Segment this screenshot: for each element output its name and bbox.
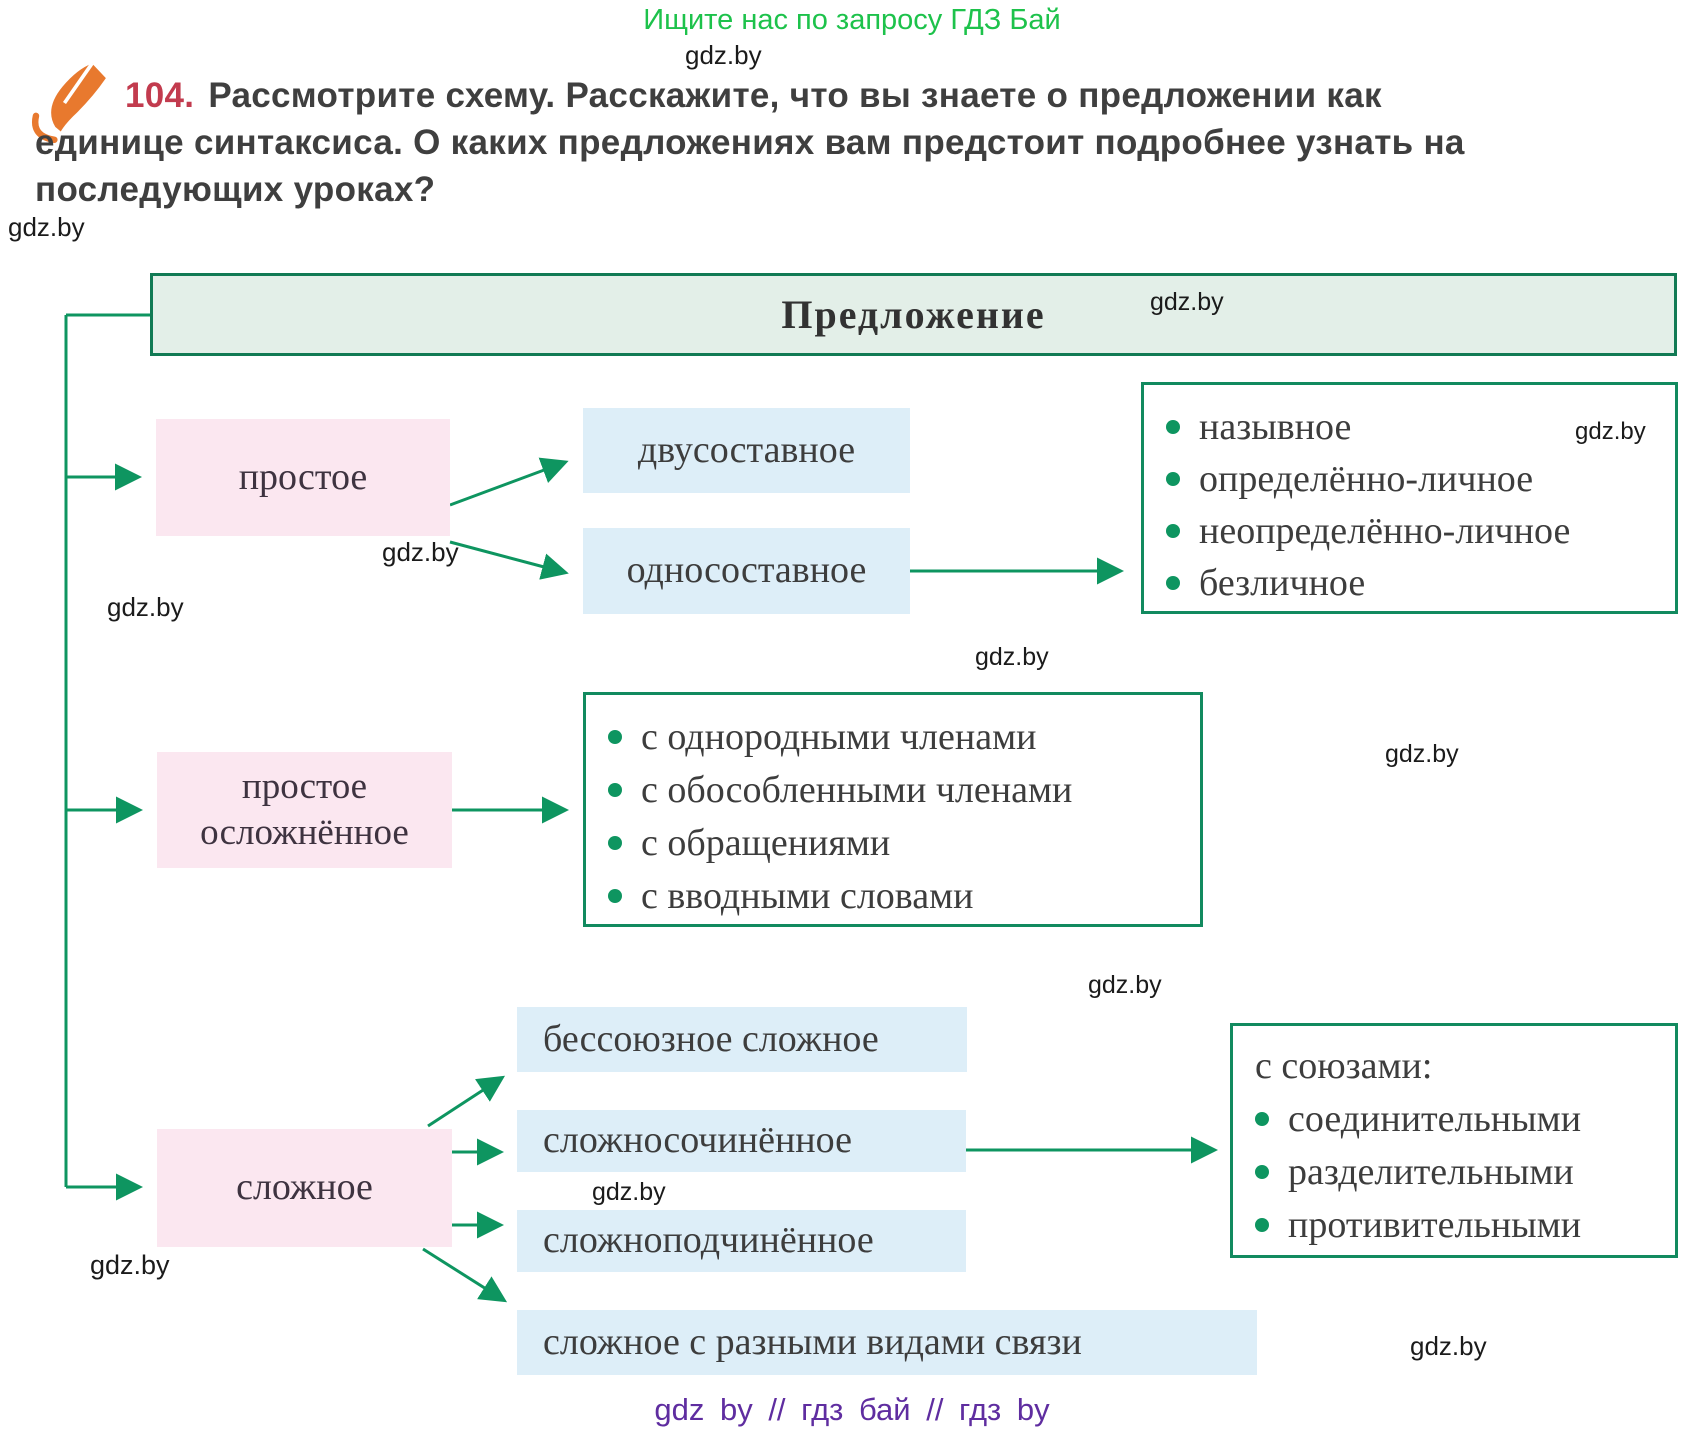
watermark-gdzby: gdz.by (1150, 288, 1224, 316)
task-line1-text: Рассмотрите схему. Расскажите, что вы зн… (208, 76, 1382, 115)
conjunction-types-list: соединительными разделительными противит… (1255, 1092, 1675, 1251)
list-item: разделительными (1255, 1145, 1675, 1198)
list-item: назывное (1166, 401, 1675, 453)
watermark-gdzby: gdz.by (592, 1178, 666, 1206)
pen-icon (32, 62, 106, 144)
list-item: соединительными (1255, 1092, 1675, 1145)
list-item: с обращениями (608, 816, 1200, 869)
node-one-part: односоставное (583, 528, 910, 614)
complicated-types-list: с однородными членами с обособленными чл… (608, 710, 1200, 922)
watermark-gdzby: gdz.by (685, 40, 762, 70)
watermark-gdzby: gdz.by (1410, 1331, 1487, 1361)
one-part-types-list: назывное определённо-личное неопределённ… (1166, 401, 1675, 609)
list-item: безличное (1166, 557, 1675, 609)
node-compound: сложносочинённое (517, 1110, 966, 1172)
promo-banner: Ищите нас по запросу ГДЗ Бай (643, 4, 1061, 36)
watermark-gdzby: gdz.by (382, 537, 459, 567)
list-item: с вводными словами (608, 869, 1200, 922)
node-simple-complicated-line1: простое (241, 765, 368, 807)
list-item: определённо-личное (1166, 453, 1675, 505)
watermark-gdzby: gdz.by (8, 212, 85, 242)
watermark-gdzby: gdz.by (1088, 971, 1162, 999)
node-two-part: двусоставное (583, 408, 910, 493)
node-asyndetic-complex: бессоюзное сложное (517, 1007, 967, 1072)
watermark-gdzby: gdz.by (1575, 418, 1646, 445)
watermark-gdzby: gdz.by (975, 643, 1049, 671)
panel-complicated-types: с однородными членами с обособленными чл… (583, 692, 1203, 927)
task-number: 104. (125, 76, 195, 115)
list-item: с однородными членами (608, 710, 1200, 763)
list-item: неопределённо-личное (1166, 505, 1675, 557)
node-mixed-complex: сложное с разными видами связи (517, 1310, 1257, 1375)
node-subordinate: сложноподчинённое (517, 1210, 966, 1272)
list-item: с обособленными членами (608, 763, 1200, 816)
list-item: противительными (1255, 1198, 1675, 1251)
task-text-line2: единице синтаксиса. О каких предложениях… (35, 123, 1465, 162)
watermark-gdzby: gdz.by (107, 592, 184, 622)
node-sentence-root: Предложение (150, 273, 1677, 356)
node-simple: простое (156, 419, 450, 536)
node-complex: сложное (157, 1129, 452, 1247)
watermark-gdzby: gdz.by (1385, 740, 1459, 768)
watermark-gdzby: gdz.by (90, 1250, 170, 1280)
node-simple-complicated-line2: осложнённое (200, 812, 409, 853)
node-simple-complicated: простое осложнённое (157, 752, 452, 868)
panel-one-part-types: назывное определённо-личное неопределённ… (1141, 382, 1678, 614)
conjunctions-header: с союзами: (1255, 1045, 1433, 1087)
footer-watermark: gdz by // гдз бай // гдз by (654, 1392, 1050, 1427)
panel-conjunction-types: с союзами: соединительными разделительны… (1230, 1023, 1678, 1258)
task-text-line1: 104. Рассмотрите схему. Расскажите, что в… (125, 76, 1382, 116)
task-text-line3: последующих уроках? (35, 170, 436, 209)
